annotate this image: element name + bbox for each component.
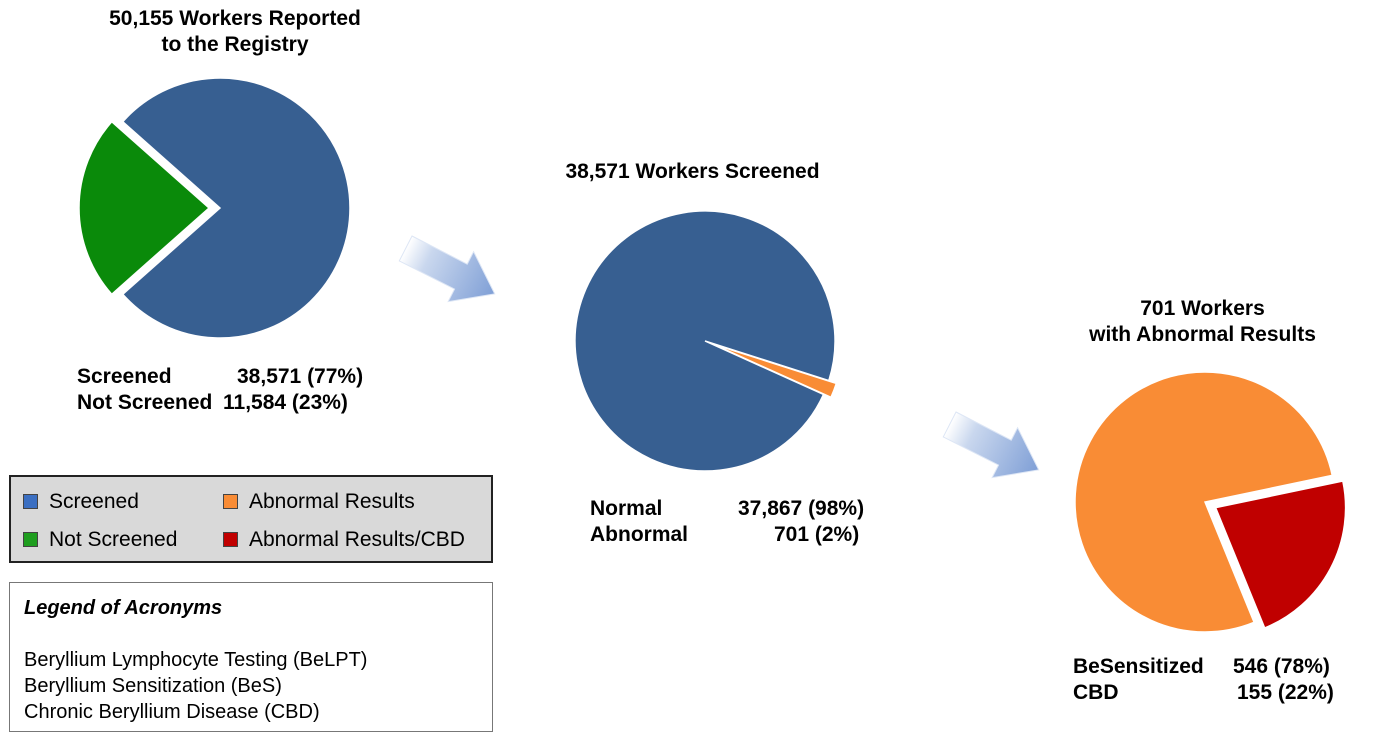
chart2-stat-label: Abnormal xyxy=(590,523,689,546)
pie-slice-abnormal xyxy=(712,343,838,399)
legend-label: Not Screened xyxy=(49,528,178,551)
chart1-stat-label: Not Screened xyxy=(77,391,213,414)
pie-slice-besensitized xyxy=(1074,371,1334,633)
chart1-stat-row: Screened 38,571 (77%) xyxy=(77,364,397,390)
chart3-stat-value: 155 (22%) xyxy=(1237,681,1334,704)
chart2-stat-label: Normal xyxy=(590,497,663,520)
chart2-stat-value: 37,867 (98%) xyxy=(738,497,865,520)
acronym-legend: Legend of Acronyms Beryllium Lymphocyte … xyxy=(9,582,493,732)
color-legend: Screened Abnormal Results Not Screened A… xyxy=(9,475,493,563)
flow-arrow-1 xyxy=(398,235,496,303)
legend-label: Screened xyxy=(49,490,139,513)
acronym-line: Chronic Beryllium Disease (CBD) xyxy=(24,701,320,723)
chart2-title-line1: 38,571 Workers Screened xyxy=(565,160,820,183)
chart1-stats: Screened 38,571 (77%) Not Screened 11,58… xyxy=(77,364,397,416)
legend-swatch xyxy=(23,494,38,509)
chart3-stat-row: CBD 155 (22%) xyxy=(1073,680,1363,706)
chart2-stats: Normal 37,867 (98%) Abnormal 701 (2%) xyxy=(590,496,890,548)
chart1-stat-row: Not Screened 11,584 (23%) xyxy=(77,390,397,416)
chart2-title: 38,571 Workers Screened xyxy=(500,159,885,185)
pie-slice-screened xyxy=(121,77,351,339)
chart3-stats: BeSensitized 546 (78%) CBD 155 (22%) xyxy=(1073,654,1363,706)
pie-slice-not-screened xyxy=(78,120,211,296)
chart1-stat-value: 11,584 (23%) xyxy=(223,391,348,414)
legend-swatch xyxy=(223,532,238,547)
acronym-list: Beryllium Lymphocyte Testing (BeLPT) Ber… xyxy=(24,647,367,725)
chart1-title: 50,155 Workers Reported to the Registry xyxy=(40,6,430,58)
chart1-title-line2: to the Registry xyxy=(161,33,309,56)
acronym-legend-title: Legend of Acronyms xyxy=(24,597,223,619)
legend-swatch xyxy=(23,532,38,547)
chart1-stat-value: 38,571 (77%) xyxy=(237,365,364,388)
chart3-stat-label: BeSensitized xyxy=(1073,655,1204,678)
pie-chart-screened xyxy=(574,210,838,472)
flow-arrow-2 xyxy=(942,411,1040,479)
pie-slice-cbd xyxy=(1214,480,1347,629)
legend-label: Abnormal Results/CBD xyxy=(249,528,465,551)
acronym-line: Beryllium Sensitization (BeS) xyxy=(24,675,282,697)
pie-chart-abnormal xyxy=(1074,371,1347,633)
pie-slice-normal xyxy=(574,210,836,472)
legend-swatch xyxy=(223,494,238,509)
chart3-stat-label: CBD xyxy=(1073,681,1119,704)
chart3-title: 701 Workers with Abnormal Results xyxy=(1040,296,1365,348)
chart3-stat-row: BeSensitized 546 (78%) xyxy=(1073,654,1363,680)
chart3-title-line1: 701 Workers xyxy=(1140,297,1265,320)
chart2-stat-row: Normal 37,867 (98%) xyxy=(590,496,890,522)
chart2-stat-row: Abnormal 701 (2%) xyxy=(590,522,890,548)
chart3-stat-value: 546 (78%) xyxy=(1233,655,1330,678)
acronym-line: Beryllium Lymphocyte Testing (BeLPT) xyxy=(24,649,368,671)
chart1-title-line1: 50,155 Workers Reported xyxy=(109,7,361,30)
chart2-stat-value: 701 (2%) xyxy=(774,523,860,546)
pie-chart-registry xyxy=(78,77,351,339)
chart3-title-line2: with Abnormal Results xyxy=(1089,323,1316,346)
chart1-stat-label: Screened xyxy=(77,365,172,388)
legend-label: Abnormal Results xyxy=(249,490,415,513)
